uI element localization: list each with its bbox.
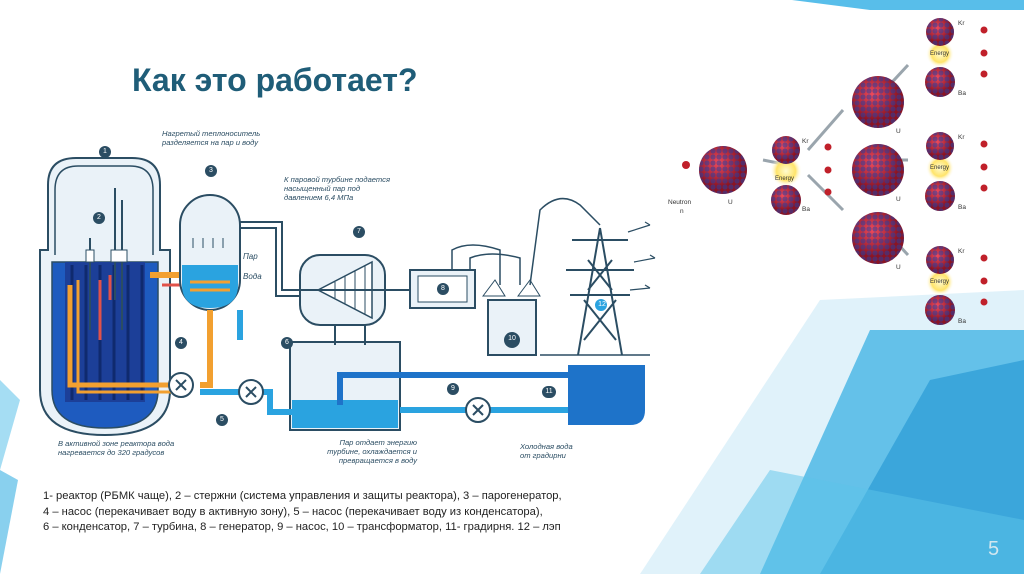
callout-7: 7	[353, 226, 365, 238]
callout-2: 2	[93, 212, 105, 224]
energy-label-1: Energy	[775, 176, 795, 182]
caption: 1- реактор (РБМК чаще), 2 – стержни (сис…	[43, 489, 683, 536]
u235-label-4: U	[896, 264, 901, 271]
fission-chain-graphic	[682, 18, 988, 325]
label-turbine-steam: К паровой турбине подается насыщенный па…	[284, 175, 391, 202]
neutron-symbol: n	[680, 208, 684, 215]
fission-diagram: Neutron n U Energy Kr Ba Energy Energy E…	[668, 10, 1012, 340]
callout-4: 4	[175, 337, 187, 349]
callout-9: 9	[447, 383, 459, 395]
label-cold-water: Холодная вода от градирни	[520, 442, 573, 460]
kr-label-3: Kr	[958, 134, 965, 141]
transmission-tower	[566, 227, 634, 356]
nuclear-plant-diagram	[39, 157, 656, 437]
pump-9	[465, 397, 491, 423]
energy-label-4: Energy	[930, 279, 950, 285]
label-water: Вода	[243, 272, 262, 281]
callout-12: 12	[598, 301, 606, 308]
energy-label-3: Energy	[930, 165, 950, 171]
caption-line: 4 – насос (перекачивает воду в активную …	[43, 505, 543, 518]
condenser	[289, 325, 401, 431]
label-core-heating: В активной зоне реактора вода нагреваетс…	[58, 439, 175, 457]
kr-label-2: Kr	[958, 20, 965, 27]
callout-1: 1	[99, 146, 111, 158]
pump-5	[238, 379, 264, 405]
ba-label-2: Ba	[958, 90, 966, 97]
label-heated-coolant: Нагретый теплоноситель разделяется на па…	[162, 129, 261, 147]
reactor-vessel	[39, 157, 185, 437]
caption-line: 6 – конденсатор, 7 – турбина, 8 – генера…	[43, 521, 561, 533]
energy-label-2: Energy	[930, 51, 950, 57]
u235-label: U	[728, 199, 733, 206]
callout-10: 10	[505, 333, 519, 345]
ba-label-4: Ba	[958, 318, 966, 325]
callout-11: 11	[542, 386, 556, 398]
callout-6: 6	[281, 337, 293, 349]
neutron-label: Neutron	[668, 199, 692, 206]
u235-label-3: U	[896, 196, 901, 203]
callout-8: 8	[437, 283, 449, 295]
page-number: 5	[988, 538, 1000, 560]
pump-4	[168, 372, 194, 398]
cooling-tower	[568, 365, 645, 425]
label-condenser-note: Пар отдает энергию турбине, охлаждается …	[327, 438, 417, 465]
ba-label-1: Ba	[802, 206, 810, 213]
ba-label-3: Ba	[958, 204, 966, 211]
caption-line: 1- реактор (РБМК чаще), 2 – стержни (сис…	[43, 490, 562, 502]
kr-label-4: Kr	[958, 248, 965, 255]
u235-label-2: U	[896, 128, 901, 135]
transformer	[482, 279, 541, 356]
turbine	[299, 254, 410, 326]
callout-5: 5	[216, 414, 228, 426]
steam-generator	[179, 194, 241, 311]
kr-label-1: Kr	[802, 138, 809, 145]
callout-3: 3	[205, 165, 217, 177]
label-steam: Пар	[243, 252, 258, 261]
slide-title: Как это работает?	[132, 62, 418, 98]
neutron-particle	[682, 161, 690, 169]
